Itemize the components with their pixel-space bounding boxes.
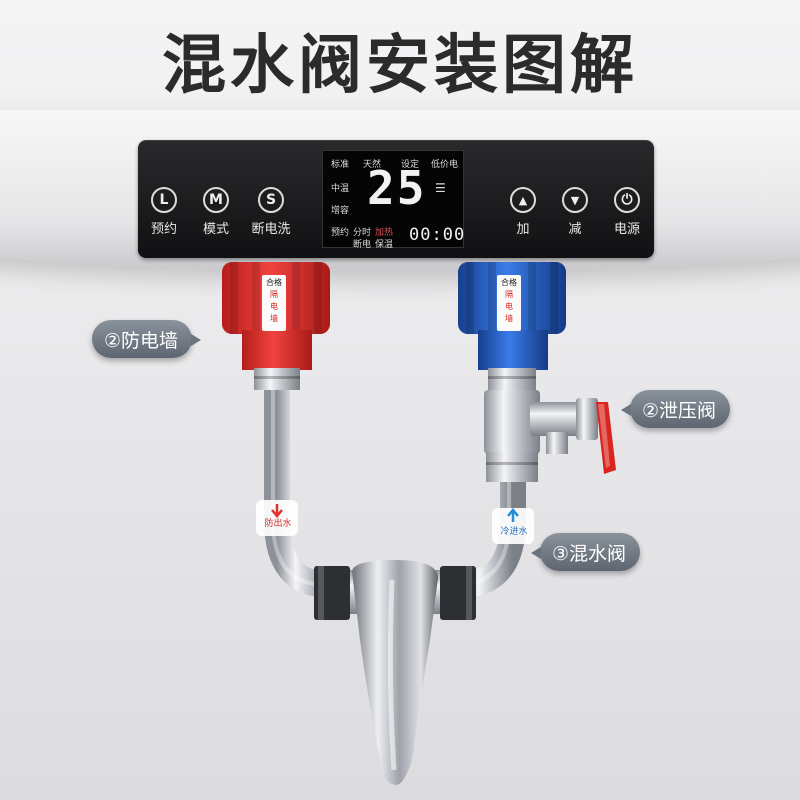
cold-inlet-label: 冷进水	[500, 527, 528, 537]
relief-valve-callout: ②泄压阀	[620, 390, 731, 428]
power-off-wash-label: 断电洗	[251, 222, 291, 237]
lcd-label-reserve: 预约	[331, 228, 350, 238]
down-arrow-icon: ▼	[570, 193, 580, 207]
pressure-relief-valve	[484, 390, 616, 482]
lcd-label-setting: 设定	[401, 160, 420, 170]
lcd-label-keep-warm: 保温	[375, 240, 394, 250]
power-button[interactable]: ⏻	[614, 187, 640, 213]
mode-label: 模式	[202, 222, 229, 237]
lcd-label-mid-temp: 中温	[331, 184, 350, 194]
anti-shock-wall-text: ②防电墙	[104, 329, 179, 352]
up-arrow-icon: ▲	[518, 193, 528, 207]
blue-tag-line-1: 合格	[501, 278, 517, 287]
power-icon: ⏻	[621, 192, 633, 208]
lcd-display: 标准 天然 设定 低价电 中温 增容 25 ☰ 预约 分时 加热 断电 保温 0…	[322, 150, 466, 250]
relief-valve-text: ②泄压阀	[642, 399, 717, 422]
red-tag-line-3: 电	[270, 302, 278, 311]
blue-anti-shock-fitting	[458, 262, 566, 390]
lcd-label-standard: 标准	[331, 160, 350, 170]
mixing-valve-callout: ③混水阀	[530, 533, 641, 571]
cold-inlet-tag	[492, 508, 534, 544]
lcd-label-low-price: 低价电	[431, 160, 459, 170]
blue-tag-line-2: 隔	[505, 290, 513, 299]
reservation-label: 预约	[150, 222, 177, 237]
red-fitting-tag: 合格 隔 电 墙	[263, 277, 285, 325]
lcd-label-heating: 加热	[375, 228, 394, 238]
red-tag-line-2: 隔	[270, 290, 278, 299]
increase-button[interactable]: ▲	[510, 187, 536, 213]
lcd-label-time-share: 分时	[353, 228, 372, 238]
red-tag-line-1: 合格	[266, 278, 282, 287]
lcd-label-natural: 天然	[363, 160, 382, 170]
lcd-bars-icon: ☰	[435, 181, 446, 195]
mixing-valve-text: ③混水阀	[552, 542, 627, 565]
page-title: 混水阀安装图解	[162, 29, 638, 103]
decrease-button[interactable]: ▼	[562, 187, 588, 213]
blue-tag-line-4: 墙	[505, 314, 513, 323]
reservation-button[interactable]: L	[151, 187, 177, 213]
anti-shock-wall-callout: ②防电墙	[92, 320, 202, 358]
hot-water-pipe	[264, 385, 331, 598]
red-anti-shock-fitting	[222, 262, 330, 390]
hot-outlet-tag	[256, 500, 298, 536]
red-tag-line-4: 墙	[270, 314, 278, 323]
m-glyph: M	[209, 192, 223, 208]
mixing-valve-handle[interactable]	[352, 560, 438, 785]
power-label: 电源	[613, 222, 640, 237]
blue-fitting-tag: 合格 隔 电 墙	[498, 277, 520, 325]
blue-tag-line-3: 电	[505, 302, 513, 311]
lcd-label-capacity: 增容	[331, 206, 350, 216]
s-glyph: S	[265, 192, 277, 208]
mode-button[interactable]: M	[203, 187, 229, 213]
increase-label: 加	[516, 222, 530, 237]
clock-readout: 00:00	[409, 225, 466, 245]
hot-outlet-label: 防出水	[264, 519, 292, 529]
l-glyph: L	[159, 192, 169, 208]
lcd-label-power-off: 断电	[353, 240, 372, 250]
power-off-wash-button[interactable]: S	[258, 187, 284, 213]
decrease-label: 减	[568, 222, 582, 237]
temperature-readout: 25	[367, 161, 427, 215]
